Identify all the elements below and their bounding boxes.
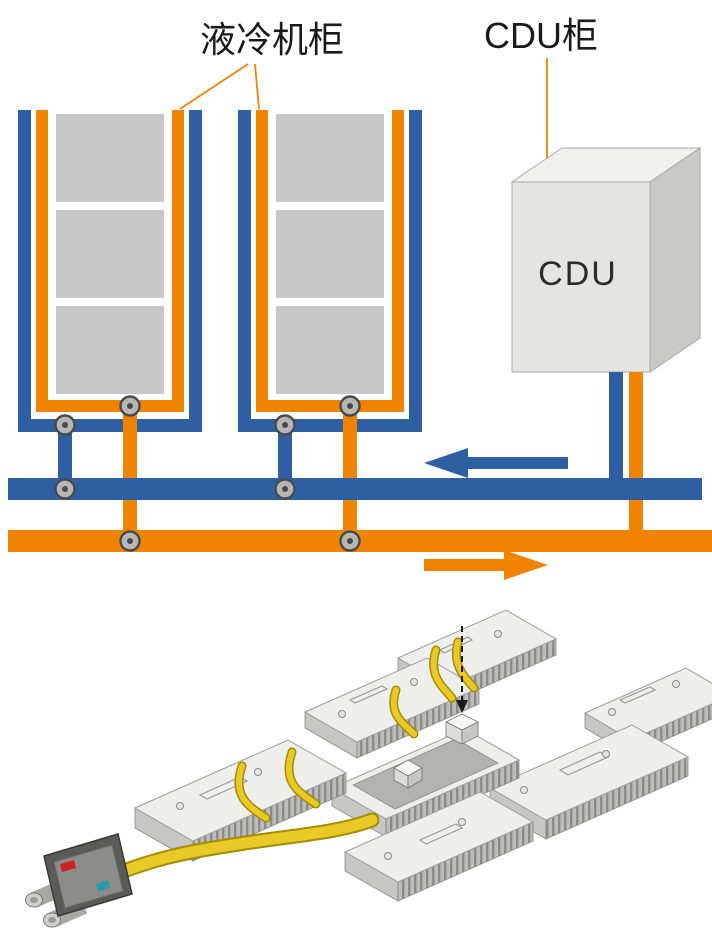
orange-riser [343,412,357,530]
cabinet-blue-risers [58,372,623,478]
valve-icon [119,395,141,417]
valve-icon [274,414,296,436]
screw-icon [672,680,680,688]
valve-icon [339,395,361,417]
server-module-7 [343,791,535,902]
blue-riser [278,432,292,478]
cdu-box: CDU [510,147,702,373]
valve-icon [339,530,361,552]
pipe-valves [54,395,361,552]
orange-flow-right-arrow-icon [424,550,548,580]
server-block [56,306,164,394]
quick-connect-fitting [445,713,479,745]
cooling-schematic: 液冷机柜 CDU柜 [8,15,712,580]
screw-icon [608,708,616,716]
screw-icon [602,750,610,758]
valve-icon [119,530,141,552]
liquid-cooling-cabinet-2 [238,110,422,432]
screw-icon [254,768,262,776]
red-port-mark-icon [60,860,76,872]
blue-supply-main-pipe [8,478,702,500]
tray-fitting [393,759,423,789]
connector-face [53,844,124,909]
label-cdu-cabinet: CDU柜 [484,15,598,56]
coolant-tube [429,645,457,703]
valve-icon [54,414,76,436]
server-block [56,210,164,298]
server-block [276,210,384,298]
cdu-blue-riser [609,372,623,478]
valve-icon [54,478,76,500]
leader-line [254,63,260,110]
screw-icon [494,630,502,638]
server-module-illustration [25,609,712,928]
screw-icon [458,818,466,826]
cdu-orange-riser [629,372,643,530]
screw-icon [410,678,418,686]
coolant-tube [389,685,419,739]
liquid-cooling-cabinet-1 [18,110,202,432]
coolant-tube [234,761,271,823]
server-block [276,114,384,202]
orange-pipe-frame [36,110,184,412]
screw-icon [176,802,184,810]
coolant-tube [452,637,479,693]
coolant-tray-module [330,728,521,838]
coolant-tubes [234,637,479,823]
valve-icon [274,478,296,500]
leader-line [179,63,249,110]
callout-arrow-icon [456,626,468,713]
screw-icon [338,710,346,718]
cdu-box-label: CDU [538,255,618,293]
cdu-box-side [649,147,701,373]
coolant-tube [284,747,321,809]
blue-flow-left-arrow-icon [424,448,568,478]
screw-icon [384,852,392,860]
cdu-box-front [511,181,651,373]
blue-riser [58,432,72,478]
coolant-cable [82,812,380,894]
quick-connector [25,833,133,928]
orange-riser [123,412,137,530]
orange-pipe-frame [256,110,404,412]
label-liquid-cooling-cabinet: 液冷机柜 [200,19,344,60]
server-block [276,306,384,394]
screw-icon [520,786,528,794]
server-block [56,114,164,202]
blue-port-mark-icon [96,880,110,892]
